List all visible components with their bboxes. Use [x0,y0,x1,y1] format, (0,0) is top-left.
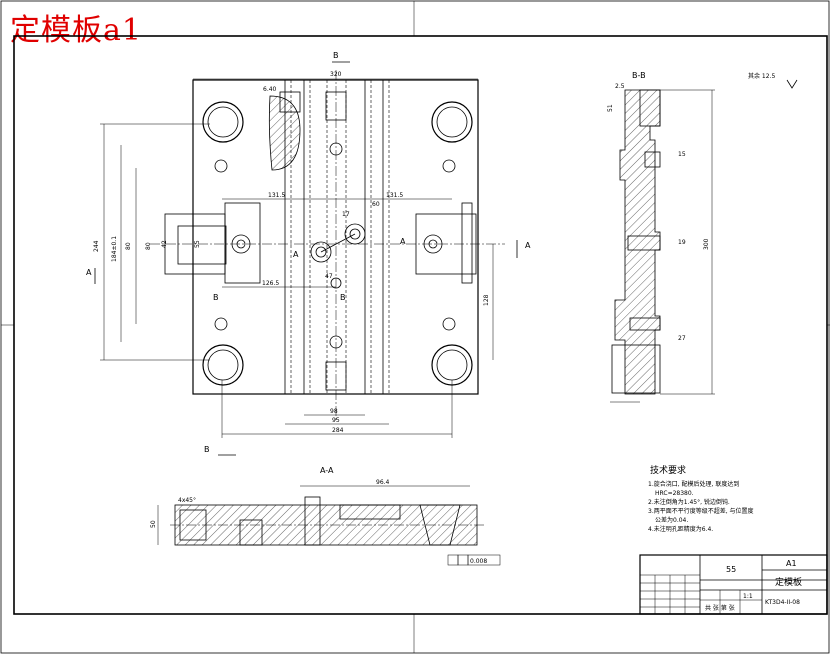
dim-60: 60 [372,201,380,208]
section-bb-label: B-B [632,71,646,80]
overlay-title: 定模板a1 [10,13,142,48]
dim-bb-slot: 2.5 [615,83,625,90]
dim-bb-19: 19 [678,239,686,246]
cut-mark-b-top: B [333,51,339,60]
cut-mark-b-mid1: B [213,293,219,302]
tech-requirements: 技术要求 1.旋合浇口, 配模后处理, 联度达到 HRC=28380. 2.未注… [648,464,754,533]
dim-131-5-left: 131.5 [268,192,285,199]
section-aa-view: A-A 96.4 50 4x45° 0.008 [150,466,501,566]
dim-17: 17 [342,211,350,218]
dim-left-height-tol: 184±0.1 [111,236,118,262]
tech-line-1: 1.旋合浇口, 配模后处理, 联度达到 [648,480,739,488]
tech-line-4: 3.两平面不平行度等级不超差, 与位置度 [648,507,754,515]
dim-128: 128 [483,294,490,306]
sheet-size: A1 [786,559,797,568]
dim-bb-300: 300 [703,238,710,250]
cut-mark-a-right: A [525,241,531,250]
cut-mark-a-left: A [86,268,92,277]
dim-47: 47 [325,273,333,280]
dim-55: 55 [194,240,201,248]
dim-bb-h: 51 [607,104,614,112]
tech-line-3: 2.未注倒角为1.45°, 锐边倒钝. [648,498,730,506]
cut-mark-a-mid2: A [400,237,406,246]
dim-bottom-95: 95 [332,417,340,424]
dim-bb-15: 15 [678,151,686,158]
tech-line-6: 4.未注明孔距精度为6.4. [648,525,713,533]
front-view: 320 244 184±0.1 80 80 42 55 131.5 131.5 … [86,51,531,456]
sheet-count: 共 张 第 张 [705,604,735,612]
section-aa-label: A-A [320,466,334,475]
scale: 1:1 [743,593,753,600]
dim-left-height: 244 [93,240,100,252]
title-block: 55 A1 定模板 1:1 共 张 第 张 KT3D4-II-08 [639,554,828,615]
cut-mark-b-bottom: B [204,445,210,454]
plate-outline [192,79,479,395]
dim-aa-50: 50 [150,520,157,528]
tech-line-5: 公差为0.04. [655,516,688,524]
dim-6-40: 6.40 [263,86,277,93]
dim-bottom-98: 98 [330,408,338,415]
dim-top-width: 320 [330,71,342,78]
cut-mark-b-mid2: B [340,293,346,302]
dim-aa-chamfer: 4x45° [178,497,196,504]
dim-126-5: 126.5 [262,280,279,287]
material: 55 [726,565,736,574]
dim-bottom-284: 284 [332,427,344,434]
dim-108: 80 [125,242,132,250]
flatness-tolerance: 0.008 [470,558,487,565]
cut-mark-a-mid1: A [293,250,299,259]
dim-aa-96-4: 96.4 [376,479,390,486]
section-bb-view: B-B 300 2.5 51 15 19 27 其余 12.5 [607,71,798,403]
dim-131-5-right: 131.5 [386,192,403,199]
dim-bb-27: 27 [678,335,686,342]
drawing-number: KT3D4-II-08 [765,599,800,606]
roughness-note: 其余 12.5 [748,72,775,80]
part-name: 定模板 [775,576,802,588]
tech-title: 技术要求 [650,464,686,476]
dim-80: 80 [145,242,152,250]
dim-42: 42 [161,240,168,248]
tech-line-2: HRC=28380. [655,490,694,497]
